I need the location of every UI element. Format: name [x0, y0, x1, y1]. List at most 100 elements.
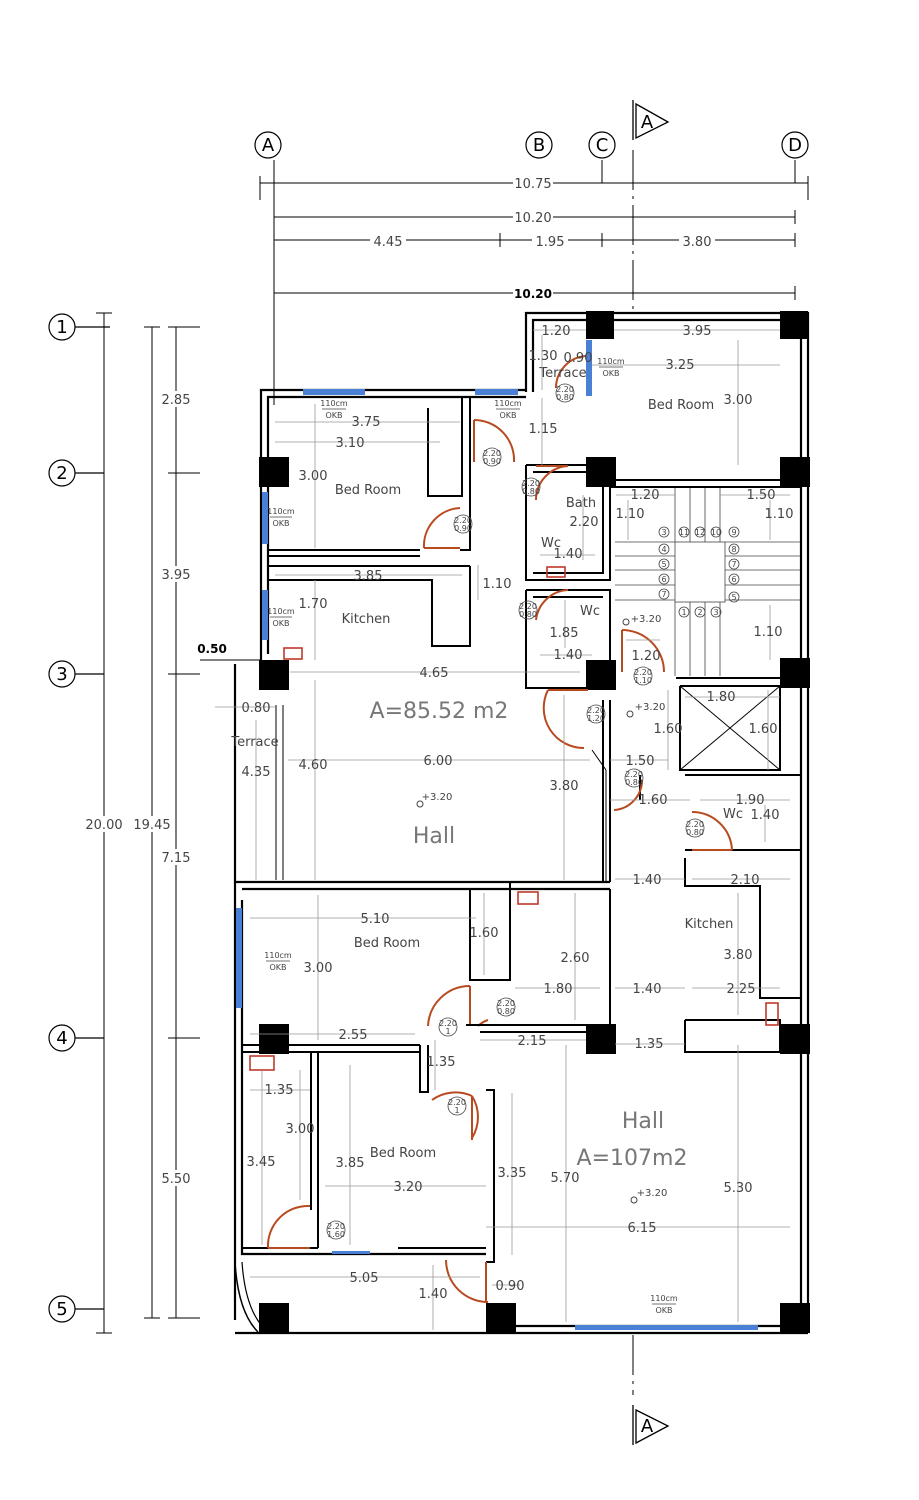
structural-columns: [259, 311, 810, 1333]
svg-text:4: 4: [56, 1028, 67, 1049]
svg-text:0.90: 0.90: [496, 1279, 525, 1294]
svg-text:3: 3: [661, 528, 666, 537]
svg-text:Bed Room: Bed Room: [648, 398, 714, 413]
svg-text:19.45: 19.45: [133, 818, 170, 833]
svg-text:110cm: 110cm: [267, 607, 295, 616]
interior-dimension-lines: [215, 329, 790, 1330]
svg-text:3.80: 3.80: [550, 779, 579, 794]
svg-text:2.25: 2.25: [727, 982, 756, 997]
level-markers: +3.20 +3.20 +3.20 +3.20: [416, 614, 667, 1204]
svg-text:1.40: 1.40: [554, 648, 583, 663]
svg-text:3.95: 3.95: [162, 568, 191, 583]
room-labels: Bed Room Bed Room Kitchen Bath Wc Wc Wc …: [230, 366, 743, 1171]
svg-text:2.60: 2.60: [561, 951, 590, 966]
exterior-walls: [233, 311, 810, 1335]
row-axes: [48, 313, 110, 1323]
row-axis-labels: 1 2 3 4 5: [56, 317, 67, 1320]
duct-shafts: [249, 566, 779, 1071]
svg-text:0.80: 0.80: [686, 828, 704, 837]
interior-dimension-labels: 1.20 3.95 1.30 0.90 3.25 3.00 3.75 3.10 …: [242, 324, 794, 1302]
svg-text:0.80: 0.80: [522, 487, 540, 496]
svg-text:1.60: 1.60: [749, 722, 778, 737]
svg-text:A: A: [641, 112, 654, 133]
svg-text:OKB: OKB: [269, 963, 286, 972]
svg-text:10.20: 10.20: [514, 211, 551, 226]
svg-text:110cm: 110cm: [650, 1294, 678, 1303]
svg-text:7: 7: [731, 560, 736, 569]
svg-text:5.10: 5.10: [361, 912, 390, 927]
svg-text:1.20: 1.20: [631, 488, 660, 503]
svg-text:11: 11: [679, 528, 689, 537]
svg-text:2.20: 2.20: [522, 479, 540, 488]
svg-text:2.20: 2.20: [556, 385, 574, 394]
svg-text:1.30: 1.30: [529, 349, 558, 364]
svg-text:10: 10: [711, 528, 721, 537]
section-marker-bottom: A: [632, 1335, 670, 1445]
svg-text:7.15: 7.15: [162, 851, 191, 866]
svg-text:5: 5: [56, 1299, 67, 1320]
svg-text:1.10: 1.10: [616, 507, 645, 522]
svg-text:Wc: Wc: [541, 536, 561, 551]
svg-text:OKB: OKB: [272, 519, 289, 528]
svg-text:2.20: 2.20: [625, 770, 643, 779]
svg-text:Bed Room: Bed Room: [370, 1146, 436, 1161]
svg-text:Bed Room: Bed Room: [354, 936, 420, 951]
svg-text:9: 9: [731, 528, 736, 537]
section-marker-top: A: [632, 100, 670, 310]
svg-text:1.40: 1.40: [633, 873, 662, 888]
svg-text:8: 8: [731, 545, 736, 554]
svg-text:1: 1: [454, 1106, 459, 1115]
svg-text:3: 3: [713, 608, 718, 617]
svg-text:7: 7: [661, 590, 666, 599]
svg-text:1.50: 1.50: [747, 488, 776, 503]
svg-text:2.20: 2.20: [634, 668, 652, 677]
door-tags: [326, 383, 705, 1240]
svg-text:A: A: [641, 1416, 654, 1437]
svg-text:C: C: [596, 135, 609, 156]
svg-text:3.95: 3.95: [683, 324, 712, 339]
svg-text:Terrace: Terrace: [538, 366, 586, 381]
svg-text:A=85.52 m2: A=85.52 m2: [370, 699, 509, 724]
svg-text:1.35: 1.35: [427, 1055, 456, 1070]
left-dimension-labels: 20.00 19.45 2.85 3.95 7.15 5.50 0.50: [84, 391, 227, 1187]
svg-text:1.90: 1.90: [736, 793, 765, 808]
svg-text:110cm: 110cm: [264, 951, 292, 960]
svg-text:OKB: OKB: [602, 369, 619, 378]
svg-text:Hall: Hall: [413, 824, 455, 849]
svg-text:1.10: 1.10: [483, 577, 512, 592]
svg-text:6: 6: [731, 575, 736, 584]
svg-text:1.10: 1.10: [765, 507, 794, 522]
svg-text:1.20: 1.20: [632, 649, 661, 664]
door-tag-text: 2.20 0.90 2.20 0.90 2.20 0.80 2.20 0.80 …: [327, 385, 704, 1239]
svg-text:3: 3: [56, 664, 67, 685]
svg-text:1.40: 1.40: [419, 1287, 448, 1302]
doors: [266, 355, 733, 1303]
svg-text:2.20: 2.20: [497, 999, 515, 1008]
svg-text:2.55: 2.55: [339, 1028, 368, 1043]
svg-text:0.90: 0.90: [483, 457, 501, 466]
svg-text:0.80: 0.80: [497, 1007, 515, 1016]
svg-text:+3.20: +3.20: [631, 614, 662, 625]
svg-text:10.20: 10.20: [514, 287, 552, 301]
svg-text:0.80: 0.80: [625, 778, 643, 787]
svg-text:2.20: 2.20: [439, 1019, 457, 1028]
svg-text:110cm: 110cm: [267, 507, 295, 516]
svg-text:1: 1: [681, 608, 686, 617]
svg-text:OKB: OKB: [272, 619, 289, 628]
svg-text:3.80: 3.80: [683, 235, 712, 250]
svg-text:5.70: 5.70: [551, 1171, 580, 1186]
svg-text:2.20: 2.20: [448, 1098, 466, 1107]
svg-text:0.80: 0.80: [242, 701, 271, 716]
svg-text:A: A: [262, 135, 275, 156]
svg-text:1.35: 1.35: [265, 1083, 294, 1098]
svg-text:5.50: 5.50: [162, 1172, 191, 1187]
svg-text:12: 12: [695, 528, 705, 537]
svg-text:4.45: 4.45: [374, 235, 403, 250]
svg-text:0.80: 0.80: [519, 610, 537, 619]
svg-text:Kitchen: Kitchen: [342, 612, 391, 627]
svg-text:1.15: 1.15: [529, 422, 558, 437]
terrace-curve: [234, 1261, 259, 1333]
svg-text:3.75: 3.75: [352, 415, 381, 430]
svg-text:1.85: 1.85: [550, 626, 579, 641]
